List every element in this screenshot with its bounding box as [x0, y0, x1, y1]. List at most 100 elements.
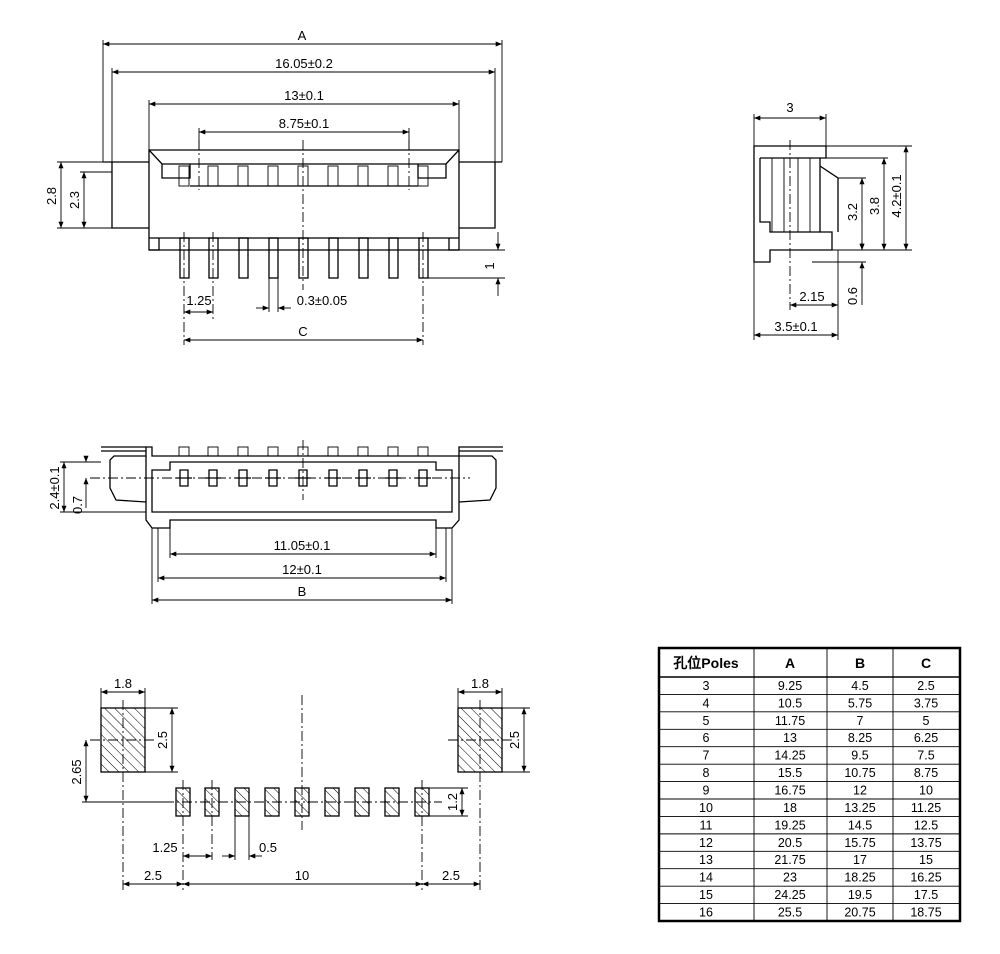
table-cell: 15.75	[844, 836, 875, 850]
dim-0-7-label: 0.7	[70, 496, 85, 514]
table-cell: 7	[703, 749, 710, 763]
table-cell: 19.25	[774, 818, 805, 832]
dim-0-6-label: 0.6	[845, 287, 860, 305]
dim-2-5-br-label: 2.5	[442, 868, 460, 883]
top-pin-slots	[178, 165, 429, 187]
dim-3-5-label: 3.5±0.1	[774, 319, 817, 334]
table-cell: 16	[699, 906, 713, 920]
dim-16-05-label: 16.05±0.2	[275, 56, 333, 71]
dim-1-2-label: 1.2	[445, 793, 460, 811]
table-cell: 15	[919, 853, 933, 867]
table-cell: 17	[853, 853, 867, 867]
dim-1-25-fp-label: 1.25	[152, 840, 177, 855]
table-cell: 15	[699, 888, 713, 902]
dim-3-8-label: 3.8	[867, 197, 882, 215]
table-cell: 7	[857, 714, 864, 728]
table-cell: 7.5	[917, 749, 934, 763]
table-cell: 9.5	[851, 749, 868, 763]
dim-c-label: C	[298, 324, 307, 339]
table-cell: 8	[703, 766, 710, 780]
table-cell: 16.75	[774, 784, 805, 798]
table-cell: 2.5	[917, 679, 934, 693]
table-cell: 25.5	[778, 906, 802, 920]
table-cell: 10	[919, 784, 933, 798]
table-cell: 19.5	[848, 888, 872, 902]
table-cell: 12	[853, 784, 867, 798]
side-view: 3 3.2 3.8 4.2±0.1 0.6 2.15 3.5±0.1	[753, 100, 912, 340]
table-cell: 18.75	[910, 906, 941, 920]
dim-3-2-label: 3.2	[845, 203, 860, 221]
table-cell: 14.25	[774, 749, 805, 763]
dim-4-2-label: 4.2±0.1	[889, 174, 904, 217]
dim-2-5-right-label: 2.5	[507, 731, 522, 749]
table-header-a: A	[785, 655, 795, 671]
table-cell: 3	[703, 679, 710, 693]
table-cell: 8.25	[848, 731, 872, 745]
table-cell: 10.5	[778, 696, 802, 710]
table-header-poles: 孔位Poles	[673, 655, 739, 671]
front-view: 2.4±0.1 0.7 11.05±0.1 12±0.1 B	[47, 440, 503, 604]
dim-10-label: 10	[295, 868, 309, 883]
dim-2-3-label: 2.3	[67, 191, 82, 209]
dim-a-label: A	[298, 28, 307, 43]
table-cell: 5	[703, 714, 710, 728]
table-cell: 23	[783, 871, 797, 885]
dim-1-25-label: 1.25	[186, 293, 211, 308]
table-cell: 18	[783, 801, 797, 815]
table-header-b: B	[855, 655, 865, 671]
dim-2-65-label: 2.65	[69, 759, 84, 784]
table-cell: 13	[783, 731, 797, 745]
table-cell: 14.5	[848, 818, 872, 832]
dim-2-8-label: 2.8	[44, 187, 59, 205]
table-cell: 8.75	[914, 766, 938, 780]
dim-0-3-label: 0.3±0.05	[297, 293, 348, 308]
table-cell: 11	[700, 818, 713, 832]
table-cell: 5	[923, 714, 930, 728]
table-cell: 20.5	[778, 836, 802, 850]
table-cell: 13	[699, 853, 713, 867]
dim-12-label: 12±0.1	[282, 562, 322, 577]
table-cell: 4.5	[851, 679, 868, 693]
dim-13-label: 13±0.1	[284, 88, 324, 103]
table-cell: 13.75	[910, 836, 941, 850]
dim-3-label: 3	[786, 100, 793, 115]
table-cell: 11.75	[775, 714, 805, 728]
table-header-c: C	[921, 655, 931, 671]
dim-11-05-label: 11.05±0.1	[274, 538, 331, 553]
top-pins	[179, 237, 429, 279]
top-view: A 16.05±0.2 13±0.1 8.75±0.1	[44, 28, 505, 345]
table-cell: 15.5	[778, 766, 802, 780]
dim-1-8-right-label: 1.8	[471, 676, 489, 691]
table-cell: 14	[699, 871, 713, 885]
dim-2-15-label: 2.15	[799, 289, 824, 304]
dim-2-5-left-label: 2.5	[155, 731, 170, 749]
front-top-bumps	[178, 446, 429, 457]
table-cell: 10	[699, 801, 713, 815]
table-cell: 20.75	[844, 906, 875, 920]
dim-2-4-label: 2.4±0.1	[47, 466, 62, 509]
dim-2-5-bl-label: 2.5	[144, 868, 162, 883]
table-cell: 16.25	[910, 871, 941, 885]
dim-b-label: B	[298, 584, 307, 599]
table-cell: 18.25	[844, 871, 875, 885]
table-cell: 17.5	[914, 888, 938, 902]
table-cell: 11.25	[911, 801, 941, 815]
pcb-footprint: 1.8 1.8 2.5 2.5 2.65 1.2 1.25 0.5 2.5	[69, 676, 530, 890]
table-cell: 12	[699, 836, 713, 850]
table-cell: 6	[703, 731, 710, 745]
table-cell: 10.75	[844, 766, 875, 780]
table-cell: 13.25	[844, 801, 875, 815]
dim-1-label: 1	[482, 262, 497, 269]
dim-8-75-label: 8.75±0.1	[279, 116, 330, 131]
table-cell: 5.75	[848, 696, 872, 710]
table-cell: 6.25	[914, 731, 938, 745]
table-cell: 9.25	[778, 679, 802, 693]
table-cell: 4	[703, 696, 710, 710]
table-cell: 21.75	[774, 853, 805, 867]
table-cell: 12.5	[914, 818, 938, 832]
dim-1-8-left-label: 1.8	[114, 676, 132, 691]
table-cell: 9	[703, 784, 710, 798]
dim-0-5-label: 0.5	[259, 840, 277, 855]
